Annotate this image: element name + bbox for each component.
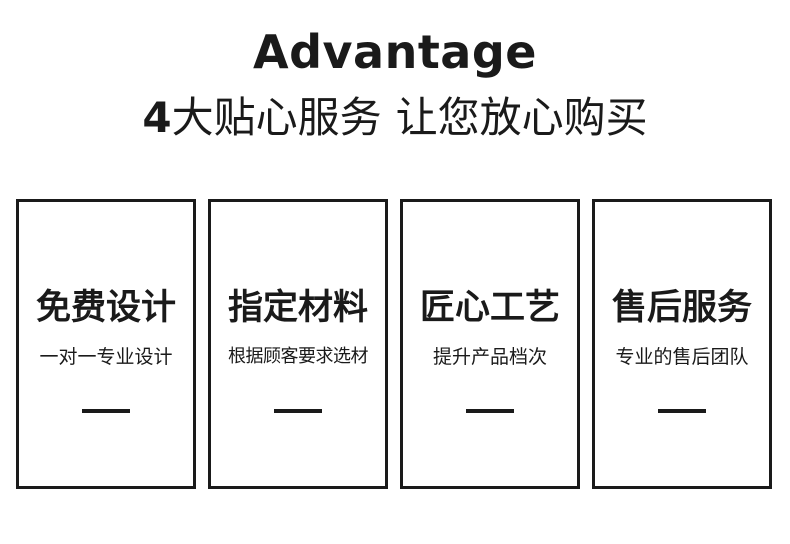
card-divider bbox=[466, 409, 514, 413]
page-title: Advantage bbox=[253, 25, 537, 79]
card-title: 免费设计 bbox=[35, 288, 176, 328]
page-subtitle: 4大贴心服务让您放心购买 bbox=[0, 92, 790, 144]
service-card-free-design: 免费设计 一对一专业设计 bbox=[16, 199, 196, 489]
card-title: 匠心工艺 bbox=[419, 288, 560, 328]
card-description: 提升产品档次 bbox=[432, 346, 547, 368]
card-divider bbox=[274, 409, 322, 413]
card-divider bbox=[82, 409, 130, 413]
card-divider bbox=[658, 409, 706, 413]
card-description: 专业的售后团队 bbox=[615, 346, 749, 368]
service-card-materials: 指定材料 根据顾客要求选材 bbox=[208, 199, 388, 489]
card-title: 售后服务 bbox=[611, 288, 752, 328]
subtitle-number: 4 bbox=[142, 93, 172, 142]
service-card-after-sales: 售后服务 专业的售后团队 bbox=[592, 199, 772, 489]
card-title: 指定材料 bbox=[227, 288, 368, 328]
card-description: 根据顾客要求选材 bbox=[228, 346, 369, 367]
subtitle-part-1: 大贴心服务 bbox=[171, 93, 382, 142]
subtitle-part-2: 让您放心购买 bbox=[395, 93, 648, 142]
service-card-craftsmanship: 匠心工艺 提升产品档次 bbox=[400, 199, 580, 489]
card-description: 一对一专业设计 bbox=[39, 346, 173, 368]
